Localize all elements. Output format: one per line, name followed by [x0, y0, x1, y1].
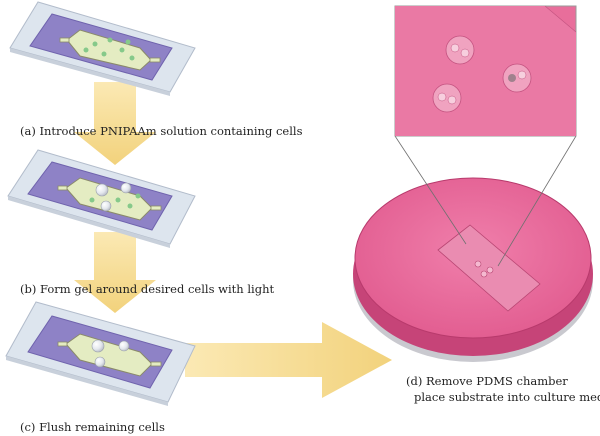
cell: [89, 197, 95, 203]
slide-c: [5, 301, 196, 406]
cell: [115, 197, 121, 203]
arrow-a-to-b: [74, 82, 156, 165]
gel-dot: [502, 63, 532, 93]
cell: [119, 47, 125, 53]
culture-dish: [353, 177, 593, 362]
arrow-c-to-d: [185, 322, 392, 398]
cell: [107, 37, 113, 43]
step-d-caption-line1: (d) Remove PDMS chamber: [406, 374, 568, 388]
cell: [92, 41, 98, 47]
cell: [125, 39, 131, 45]
gel-dot: [445, 35, 475, 65]
gel-bubble: [91, 339, 105, 353]
slide-a: [9, 1, 196, 96]
cell: [129, 55, 135, 61]
gel-bubble: [118, 340, 130, 352]
cell: [127, 203, 133, 209]
step-a-caption: (a) Introduce PNIPAAm solution containin…: [20, 124, 303, 138]
gel-dot: [432, 83, 462, 113]
gel-bubble: [120, 182, 132, 194]
step-d-caption-line2: place substrate into culture media: [414, 390, 600, 404]
step-b-caption: (b) Form gel around desired cells with l…: [20, 282, 275, 296]
gel-bubble: [94, 356, 106, 368]
step-c-caption: (c) Flush remaining cells: [20, 420, 165, 434]
slide-b: [7, 149, 196, 248]
cell: [101, 51, 107, 57]
gel-bubble: [95, 183, 109, 197]
gel-bubble: [100, 200, 112, 212]
cell: [135, 193, 141, 199]
zoom-inset: [394, 5, 577, 137]
arrow-b-to-c: [74, 232, 156, 313]
cell: [83, 47, 89, 53]
